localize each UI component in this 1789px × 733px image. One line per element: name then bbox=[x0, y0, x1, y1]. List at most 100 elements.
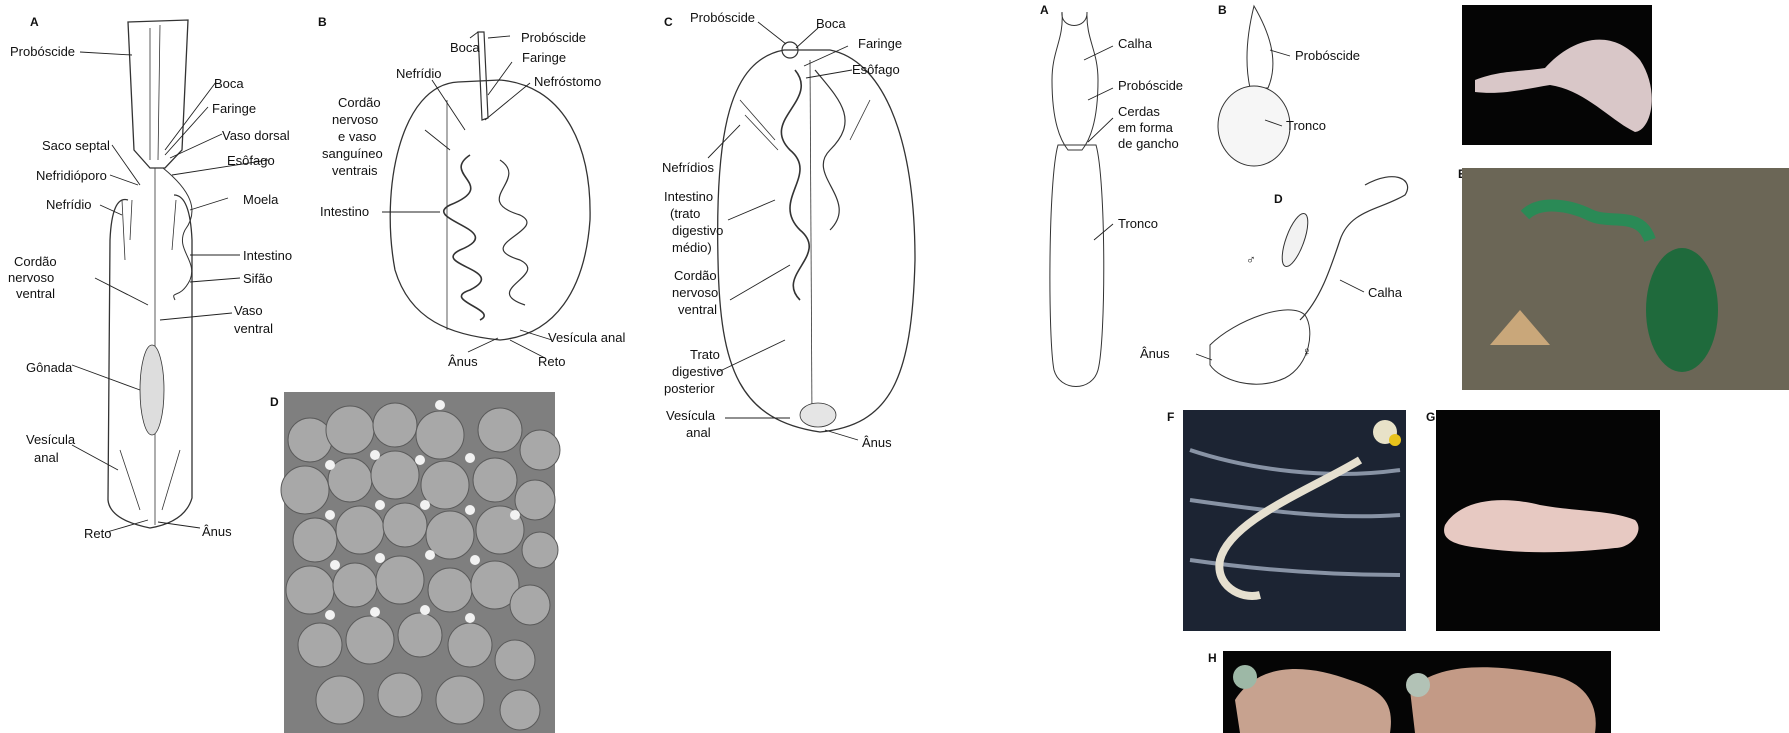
label-vesicula-1: Vesícula bbox=[666, 408, 716, 423]
label-intestino-3: digestivo bbox=[672, 223, 723, 238]
label-faringe: Faringe bbox=[858, 36, 902, 51]
label-vaso-dorsal: Vaso dorsal bbox=[222, 128, 290, 143]
male-worm-shape bbox=[1277, 211, 1313, 270]
panel-d-photo: D bbox=[270, 392, 560, 733]
right-panel-d-drawing: D ♂ Calha ♀ Ânus bbox=[1140, 177, 1408, 385]
proboscis-inner-lines bbox=[150, 25, 160, 160]
panel-letter: A bbox=[30, 15, 39, 29]
label-proboscide: Probóscide bbox=[10, 44, 75, 59]
label-cordao-1: Cordão bbox=[14, 254, 57, 269]
female-trunk-shape bbox=[1210, 310, 1310, 384]
panel-letter: F bbox=[1167, 410, 1174, 424]
label-esofago: Esôfago bbox=[227, 153, 275, 168]
photo-h-head-left bbox=[1233, 665, 1257, 689]
label-moela: Moela bbox=[243, 192, 279, 207]
photo-e-green-worm bbox=[1646, 248, 1718, 372]
label-cordao-4: sanguíneo bbox=[322, 146, 383, 161]
label-vesicula-2: anal bbox=[686, 425, 711, 440]
trunk-outline bbox=[718, 50, 915, 432]
label-vaso-ventral-2: ventral bbox=[234, 321, 273, 336]
label-intestino-1: Intestino bbox=[664, 189, 713, 204]
label-tronco: Tronco bbox=[1286, 118, 1326, 133]
label-vaso-ventral-1: Vaso bbox=[234, 303, 263, 318]
proboscis-outline bbox=[1247, 6, 1273, 88]
label-cordao-2: nervoso bbox=[672, 285, 718, 300]
label-calha: Calha bbox=[1368, 285, 1403, 300]
label-calha: Calha bbox=[1118, 36, 1153, 51]
trunk-outline bbox=[1050, 145, 1104, 387]
photo-e-background bbox=[1462, 168, 1789, 390]
panel-letter: H bbox=[1208, 651, 1217, 665]
label-intestino-2: (trato bbox=[670, 206, 700, 221]
label-trato-3: posterior bbox=[664, 381, 715, 396]
panel-letter: B bbox=[318, 15, 327, 29]
label-anus: Ânus bbox=[1140, 346, 1170, 361]
label-tronco: Tronco bbox=[1118, 216, 1158, 231]
proboscis-outline bbox=[1052, 12, 1098, 150]
nerve-cord bbox=[810, 60, 812, 420]
label-vesicula-anal: Vesícula anal bbox=[548, 330, 625, 345]
label-cerdas-2: em forma bbox=[1118, 120, 1174, 135]
nephridia-shapes bbox=[122, 200, 176, 260]
gut-coil bbox=[163, 168, 192, 300]
label-esofago: Esôfago bbox=[852, 62, 900, 77]
nephridia-shapes bbox=[740, 100, 870, 150]
label-cordao-1: Cordão bbox=[338, 95, 381, 110]
label-reto: Reto bbox=[84, 526, 111, 541]
right-d-leaders bbox=[1196, 280, 1364, 360]
label-anus: Ânus bbox=[862, 435, 892, 450]
label-cerdas-3: de gancho bbox=[1118, 136, 1179, 151]
label-intestino: Intestino bbox=[243, 248, 292, 263]
label-cordao-3: ventral bbox=[16, 286, 55, 301]
right-panel-a-drawing: A Calha Probóscide Cerdas em forma de ga… bbox=[1040, 3, 1183, 387]
photo-f-background bbox=[1183, 410, 1406, 631]
label-cerdas-1: Cerdas bbox=[1118, 104, 1160, 119]
photo-f: F bbox=[1167, 410, 1406, 631]
label-boca: Boca bbox=[214, 76, 244, 91]
trunk-outline bbox=[390, 80, 590, 340]
label-saco-septal: Saco septal bbox=[42, 138, 110, 153]
label-nefrostomo: Nefróstomo bbox=[534, 74, 601, 89]
label-boca: Boca bbox=[816, 16, 846, 31]
label-intestino: Intestino bbox=[320, 204, 369, 219]
label-proboscide: Probóscide bbox=[690, 10, 755, 25]
label-proboscide: Probóscide bbox=[1118, 78, 1183, 93]
label-cordao-5: ventrais bbox=[332, 163, 378, 178]
panel-c-leaders bbox=[708, 22, 858, 440]
panel-letter: D bbox=[270, 395, 279, 409]
label-trato-2: digestivo bbox=[672, 364, 723, 379]
label-anus: Ânus bbox=[448, 354, 478, 369]
label-vesicula-2: anal bbox=[34, 450, 59, 465]
right-panel-b-drawing: B Probóscide Tronco bbox=[1218, 3, 1360, 166]
photo-g: G bbox=[1426, 410, 1660, 631]
label-cordao-3: e vaso bbox=[338, 129, 376, 144]
intestine-coil bbox=[444, 155, 484, 320]
label-reto: Reto bbox=[538, 354, 565, 369]
panel-a-drawing: A Probóscide Boca Faringe Vaso dorsal Sa… bbox=[8, 15, 292, 541]
label-nefridio: Nefrídio bbox=[396, 66, 442, 81]
label-nefridioporo: Nefridióporo bbox=[36, 168, 107, 183]
photo-c: C bbox=[1462, 5, 1652, 145]
label-cordao-2: nervoso bbox=[332, 112, 378, 127]
gonad-shape bbox=[140, 345, 164, 435]
photo-e: E bbox=[1458, 167, 1789, 390]
label-boca: Boca bbox=[450, 40, 480, 55]
label-vesicula-1: Vesícula bbox=[26, 432, 76, 447]
label-intestino-4: médio) bbox=[672, 240, 712, 255]
trunk-outline bbox=[1218, 86, 1290, 166]
label-faringe: Faringe bbox=[212, 101, 256, 116]
right-a-leaders bbox=[1084, 46, 1113, 240]
label-nefridios: Nefrídios bbox=[662, 160, 715, 175]
panel-a-leaders bbox=[72, 52, 268, 532]
label-male-symbol: ♂ bbox=[1246, 252, 1256, 267]
label-cordao-1: Cordão bbox=[674, 268, 717, 283]
panel-letter: G bbox=[1426, 410, 1435, 424]
label-cordao-3: ventral bbox=[678, 302, 717, 317]
label-trato-1: Trato bbox=[690, 347, 720, 362]
label-faringe: Faringe bbox=[522, 50, 566, 65]
label-nefridio: Nefrídio bbox=[46, 197, 92, 212]
label-cordao-2: nervoso bbox=[8, 270, 54, 285]
panel-letter: C bbox=[664, 15, 673, 29]
label-gonada: Gônada bbox=[26, 360, 73, 375]
